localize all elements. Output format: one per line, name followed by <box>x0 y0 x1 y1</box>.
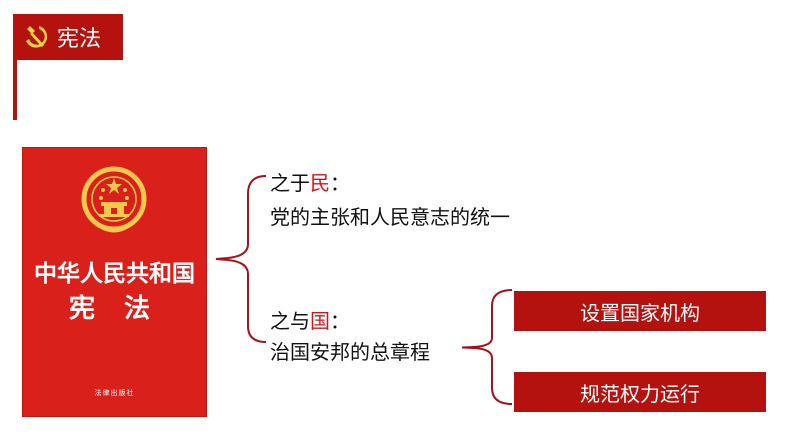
people-suffix: ： <box>330 171 350 195</box>
nation-branch-heading: 之与国： <box>270 305 350 334</box>
nation-highlight: 国 <box>310 309 330 333</box>
page-title: 宪法 <box>57 27 102 52</box>
people-branch-description: 党的主张和人民意志的统一 <box>270 205 510 229</box>
title-tab: 宪法 <box>13 14 123 60</box>
book-title-line1: 中华人民共和国 <box>34 260 195 287</box>
hammer-sickle-icon <box>26 26 48 48</box>
function-box-set-up-institutions: 设置国家机构 <box>514 291 766 331</box>
book-title-line2: 宪 法 <box>68 294 161 324</box>
secondary-brace <box>461 289 513 405</box>
book-publisher: 法律出版社 <box>94 389 135 397</box>
national-emblem-icon <box>81 166 147 233</box>
title-accent-line <box>13 60 17 120</box>
people-branch-heading: 之于民： <box>270 167 350 196</box>
nation-prefix: 之与 <box>270 309 310 333</box>
main-brace <box>215 175 267 343</box>
constitution-book-cover: 中华人民共和国 宪 法 法律出版社 <box>22 147 207 417</box>
nation-suffix: ： <box>330 309 350 333</box>
nation-branch-description: 治国安邦的总章程 <box>270 340 430 364</box>
function-box-regulate-power: 规范权力运行 <box>514 372 766 412</box>
people-prefix: 之于 <box>270 171 310 195</box>
people-highlight: 民 <box>310 171 330 195</box>
